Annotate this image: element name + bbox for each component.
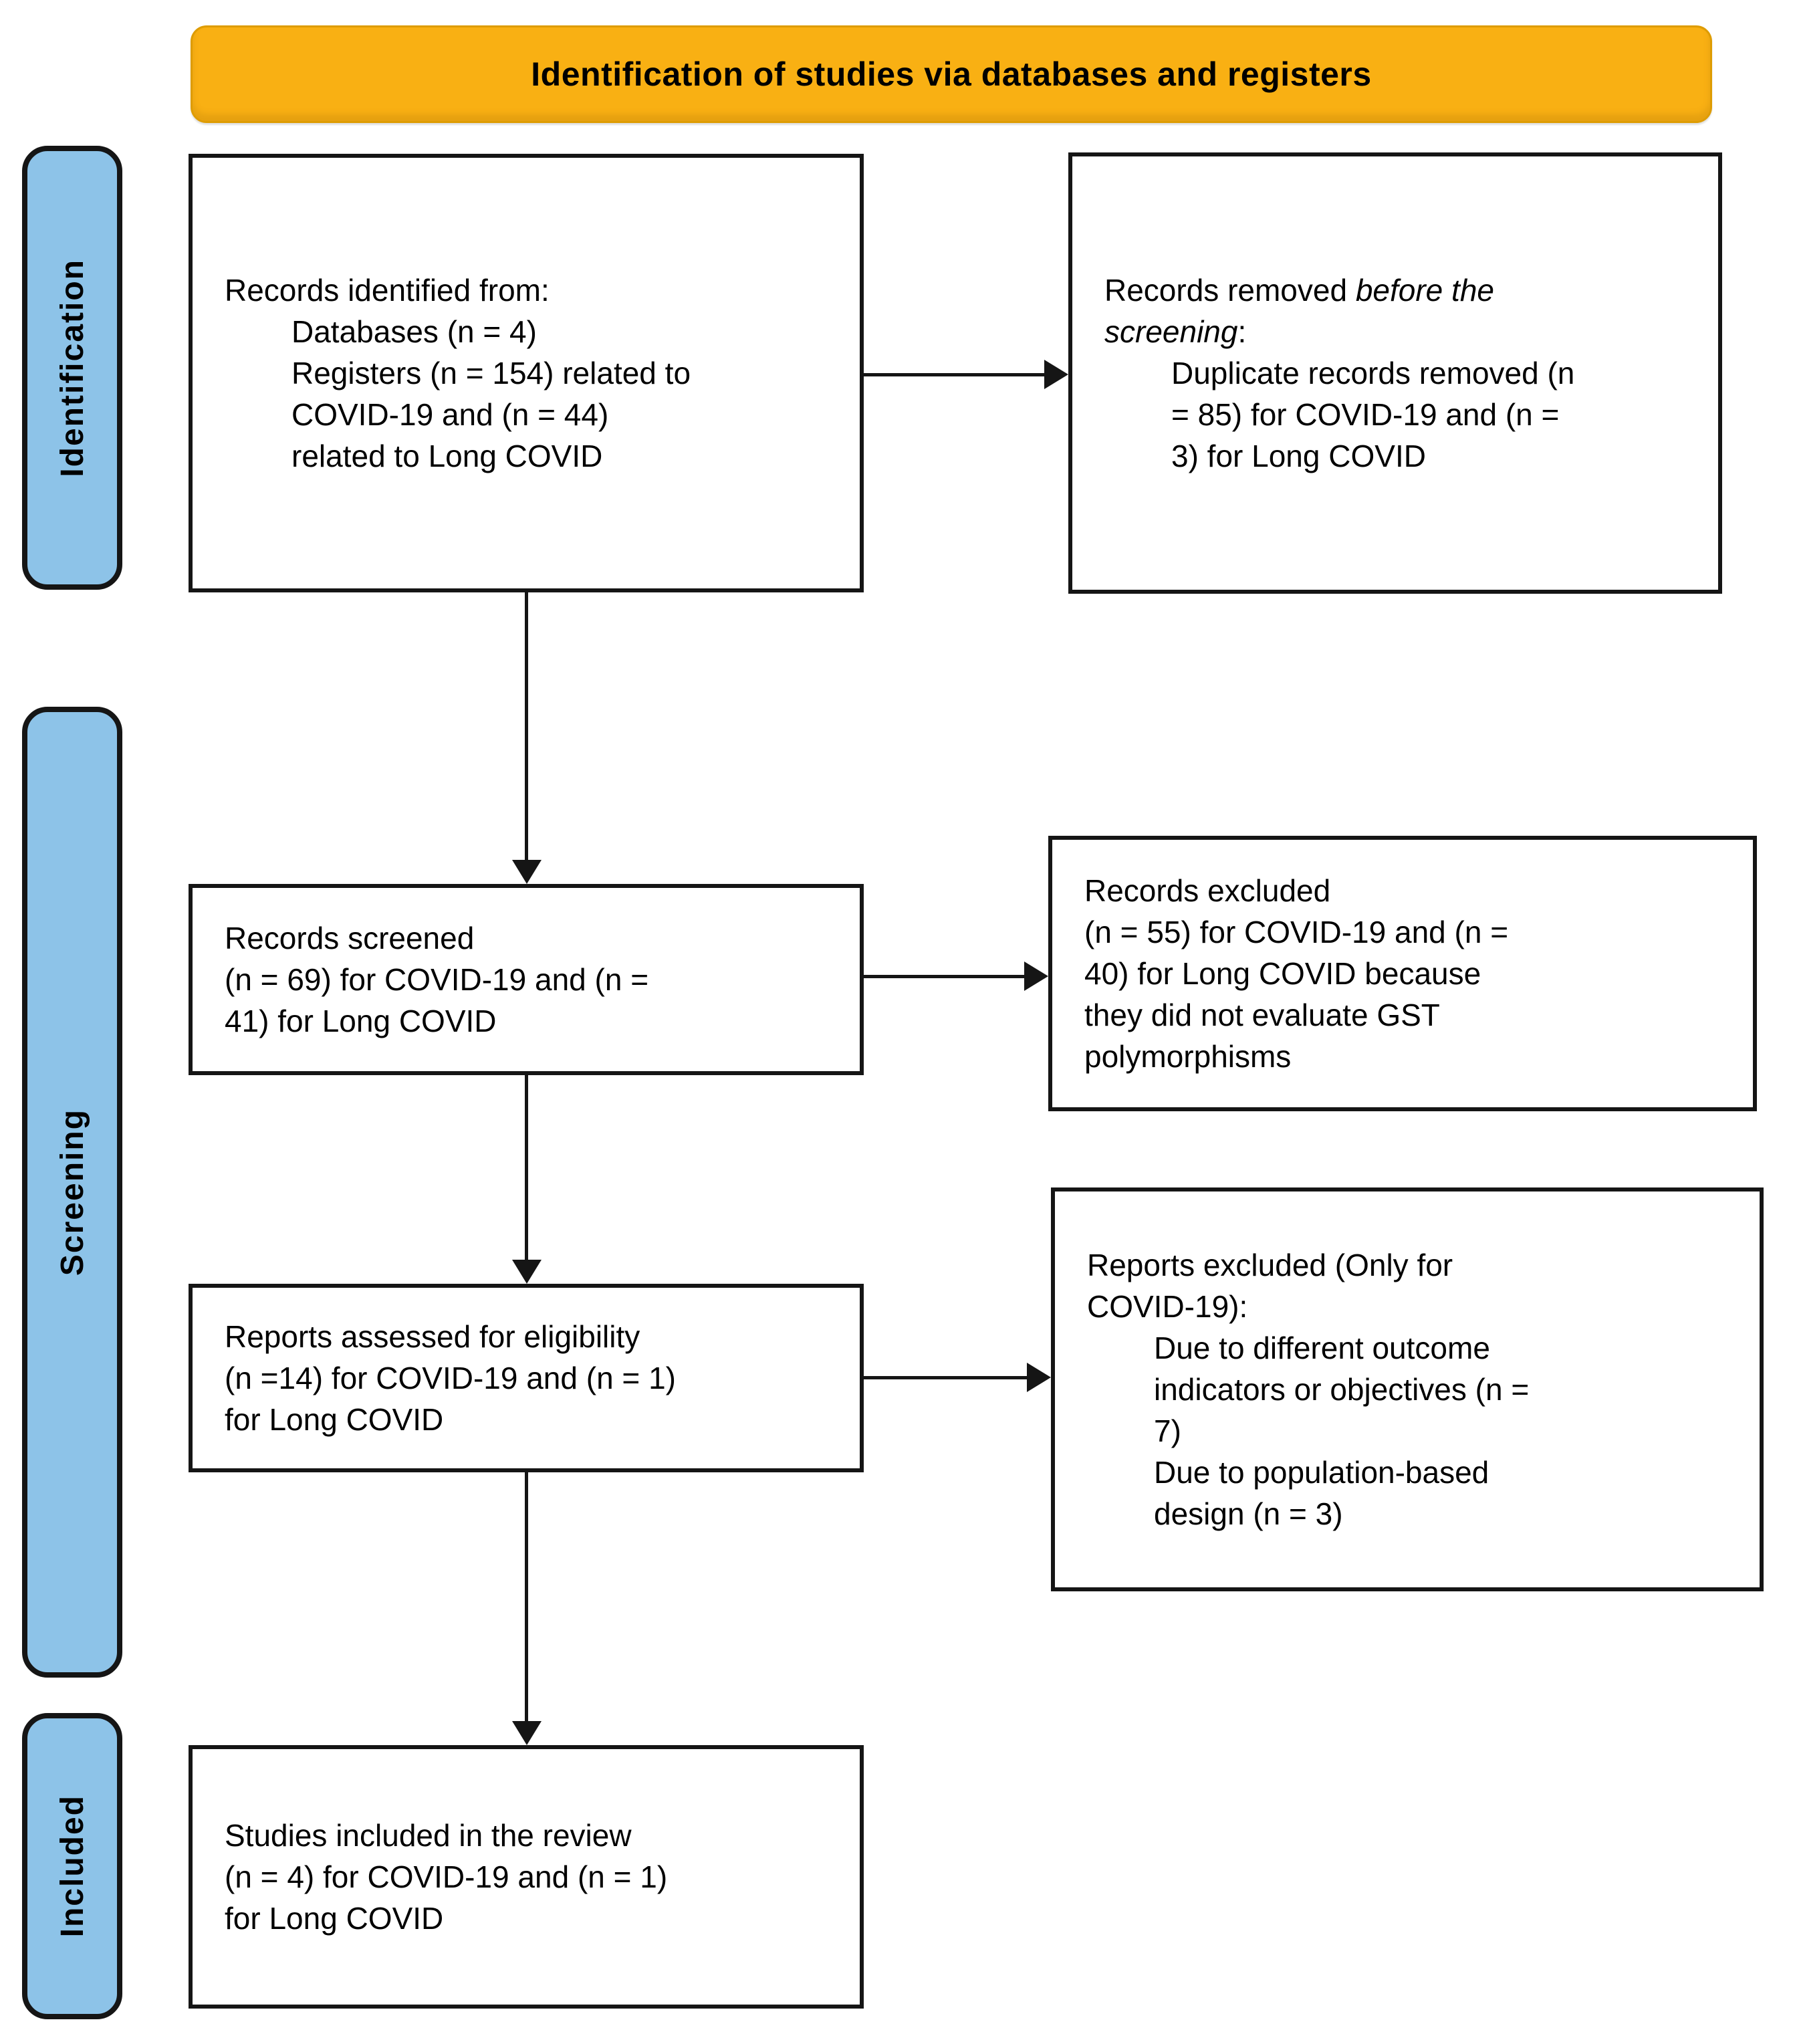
text-line: 40) for Long COVID because [1084, 953, 1734, 994]
text-line: for Long COVID [225, 1898, 841, 1939]
diagram-title: Identification of studies via databases … [531, 55, 1372, 93]
text-line: 41) for Long COVID [225, 1000, 841, 1042]
text-line: Records excluded [1084, 870, 1734, 911]
text-line: Databases (n = 4) [225, 311, 841, 352]
text-line: Duplicate records removed (n [1104, 352, 1699, 394]
arrow-shaft [864, 1376, 1027, 1379]
text-segment: Reports excluded (Only for [1087, 1248, 1453, 1282]
text-line: Records screened [225, 917, 841, 959]
text-line: Reports assessed for eligibility [225, 1316, 841, 1357]
text-segment: Duplicate records removed (n [1171, 356, 1575, 390]
text-line: = 85) for COVID-19 and (n = [1104, 394, 1699, 435]
text-line: screening: [1104, 311, 1699, 352]
text-line: they did not evaluate GST [1084, 994, 1734, 1036]
text-segment: for Long COVID [225, 1402, 444, 1437]
arrow-shaft [864, 975, 1024, 978]
arrow-head-icon [512, 1721, 542, 1745]
text-segment: Databases (n = 4) [291, 314, 537, 349]
text-line: Records removed before the [1104, 269, 1699, 311]
stage-bar-included: Included [22, 1713, 122, 2019]
text-line: 7) [1087, 1410, 1741, 1452]
text-segment-italic: before the [1355, 273, 1494, 308]
text-line: (n = 4) for COVID-19 and (n = 1) [225, 1856, 841, 1898]
text-segment: : [1237, 314, 1247, 349]
stage-label-identification: Identification [54, 258, 90, 477]
text-segment: = 85) for COVID-19 and (n = [1171, 397, 1560, 432]
stage-bar-identification: Identification [22, 146, 122, 590]
text-segment: Records screened [225, 921, 475, 955]
text-segment: related to Long COVID [291, 439, 603, 473]
text-segment: (n = 69) for COVID-19 and (n = [225, 962, 649, 997]
box-records-excluded: Records excluded (n = 55) for COVID-19 an… [1048, 836, 1757, 1111]
arrow-shaft [525, 1075, 528, 1261]
text-segment: Records identified from: [225, 273, 550, 308]
box-studies-included-in-review: Studies included in the review (n = 4) fo… [189, 1745, 864, 2009]
text-line: COVID-19): [1087, 1286, 1741, 1327]
text-segment: Records removed [1104, 273, 1356, 308]
arrow-head-icon [1044, 360, 1068, 389]
text-line: design (n = 3) [1087, 1493, 1741, 1535]
text-segment: 40) for Long COVID because [1084, 956, 1481, 991]
text-segment: Due to population-based [1154, 1455, 1489, 1490]
text-line: for Long COVID [225, 1399, 841, 1440]
arrow-head-icon [1027, 1363, 1051, 1392]
text-line: related to Long COVID [225, 435, 841, 477]
text-segment: 3) for Long COVID [1171, 439, 1426, 473]
text-segment-italic: screening [1104, 314, 1238, 349]
text-segment: design (n = 3) [1154, 1496, 1343, 1531]
text-line: Records identified from: [225, 269, 841, 311]
diagram-title-banner: Identification of studies via databases … [191, 25, 1712, 123]
text-segment: (n = 4) for COVID-19 and (n = 1) [225, 1859, 668, 1894]
text-line: Due to population-based [1087, 1452, 1741, 1493]
text-line: (n = 55) for COVID-19 and (n = [1084, 911, 1734, 953]
text-segment: polymorphisms [1084, 1039, 1292, 1074]
text-segment: Reports assessed for eligibility [225, 1319, 640, 1354]
text-segment: Registers (n = 154) related to [291, 356, 691, 390]
text-segment: 7) [1154, 1413, 1181, 1448]
text-segment: Records excluded [1084, 873, 1331, 908]
box-records-screened: Records screened (n = 69) for COVID-19 an… [189, 884, 864, 1075]
box-records-identified: Records identified from: Databases (n = 4… [189, 154, 864, 592]
text-line: indicators or objectives (n = [1087, 1369, 1741, 1410]
stage-bar-screening: Screening [22, 707, 122, 1678]
box-reports-assessed-for-eligibility: Reports assessed for eligibility (n =14) … [189, 1284, 864, 1472]
text-segment: they did not evaluate GST [1084, 998, 1440, 1032]
arrow-head-icon [1024, 961, 1048, 991]
text-line: Studies included in the review [225, 1815, 841, 1856]
text-segment: for Long COVID [225, 1901, 444, 1936]
text-line: 3) for Long COVID [1104, 435, 1699, 477]
text-segment: (n = 55) for COVID-19 and (n = [1084, 915, 1509, 949]
text-line: polymorphisms [1084, 1036, 1734, 1077]
text-line: Reports excluded (Only for [1087, 1244, 1741, 1286]
text-segment: (n =14) for COVID-19 and (n = 1) [225, 1361, 676, 1395]
text-segment: COVID-19): [1087, 1289, 1248, 1324]
text-segment: COVID-19 and (n = 44) [291, 397, 609, 432]
text-segment: indicators or objectives (n = [1154, 1372, 1530, 1407]
text-segment: Due to different outcome [1154, 1331, 1490, 1365]
text-segment: 41) for Long COVID [225, 1004, 497, 1038]
text-line: (n = 69) for COVID-19 and (n = [225, 959, 841, 1000]
arrow-head-icon [512, 1260, 542, 1284]
stage-label-screening: Screening [54, 1108, 90, 1276]
text-segment: Studies included in the review [225, 1818, 632, 1853]
text-line: Due to different outcome [1087, 1327, 1741, 1369]
text-line: COVID-19 and (n = 44) [225, 394, 841, 435]
stage-label-included: Included [54, 1795, 90, 1938]
arrow-shaft [525, 592, 528, 861]
arrow-head-icon [512, 860, 542, 884]
text-line: Registers (n = 154) related to [225, 352, 841, 394]
arrow-shaft [525, 1472, 528, 1722]
text-line: (n =14) for COVID-19 and (n = 1) [225, 1357, 841, 1399]
arrow-shaft [864, 373, 1044, 376]
